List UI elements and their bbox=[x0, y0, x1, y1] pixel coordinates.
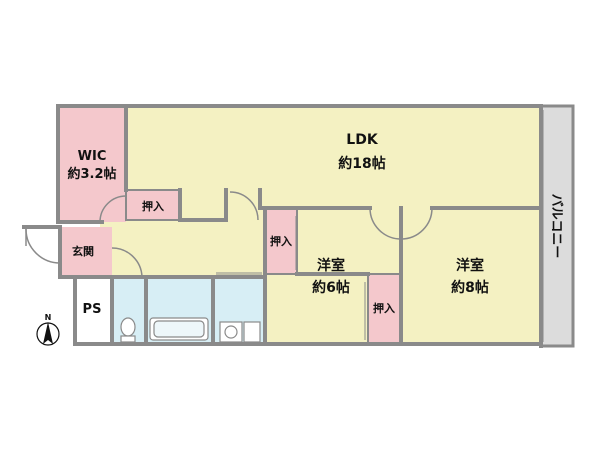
entrance-area bbox=[60, 227, 112, 277]
western-room-1-size-label: 約6帖 bbox=[312, 279, 350, 296]
ldk-name-label: LDK bbox=[346, 132, 379, 148]
western-room-1-name-label: 洋室 bbox=[317, 257, 345, 274]
wic-room bbox=[58, 106, 126, 222]
toilet-tank bbox=[120, 335, 136, 343]
walls bbox=[22, 104, 543, 348]
closet-room1 bbox=[264, 207, 298, 275]
balcony-label: バルコニー bbox=[549, 194, 564, 259]
toilet-bowl bbox=[120, 317, 136, 337]
entrance-label: 玄関 bbox=[72, 244, 94, 258]
sink-basin bbox=[224, 325, 238, 339]
washing-machine-pan bbox=[243, 321, 261, 343]
wic-size-label: 約3.2帖 bbox=[67, 166, 116, 182]
ldk-size-label: 約18帖 bbox=[338, 155, 385, 172]
fixtures bbox=[120, 317, 261, 343]
western-room-2-name-label: 洋室 bbox=[456, 257, 484, 274]
bathtub-inner bbox=[153, 320, 205, 338]
closet-room1-label: 押入 bbox=[270, 234, 292, 248]
ldk-room bbox=[126, 106, 540, 220]
compass-north-label: N bbox=[45, 313, 52, 322]
ps-label: PS bbox=[83, 302, 102, 317]
closet-hall bbox=[125, 189, 181, 221]
hallway bbox=[100, 220, 265, 277]
compass: N bbox=[36, 313, 60, 346]
western-room-2 bbox=[401, 208, 541, 344]
wic-name-label: WIC bbox=[78, 149, 107, 164]
closet-room2-label: 押入 bbox=[373, 301, 395, 315]
closet-hall-label: 押入 bbox=[142, 199, 164, 213]
compass-arrow-icon bbox=[43, 322, 53, 344]
western-room-2-size-label: 約8帖 bbox=[451, 279, 489, 296]
ps-room bbox=[75, 277, 108, 344]
door-swings bbox=[25, 191, 433, 278]
sliding-doors bbox=[216, 216, 366, 340]
